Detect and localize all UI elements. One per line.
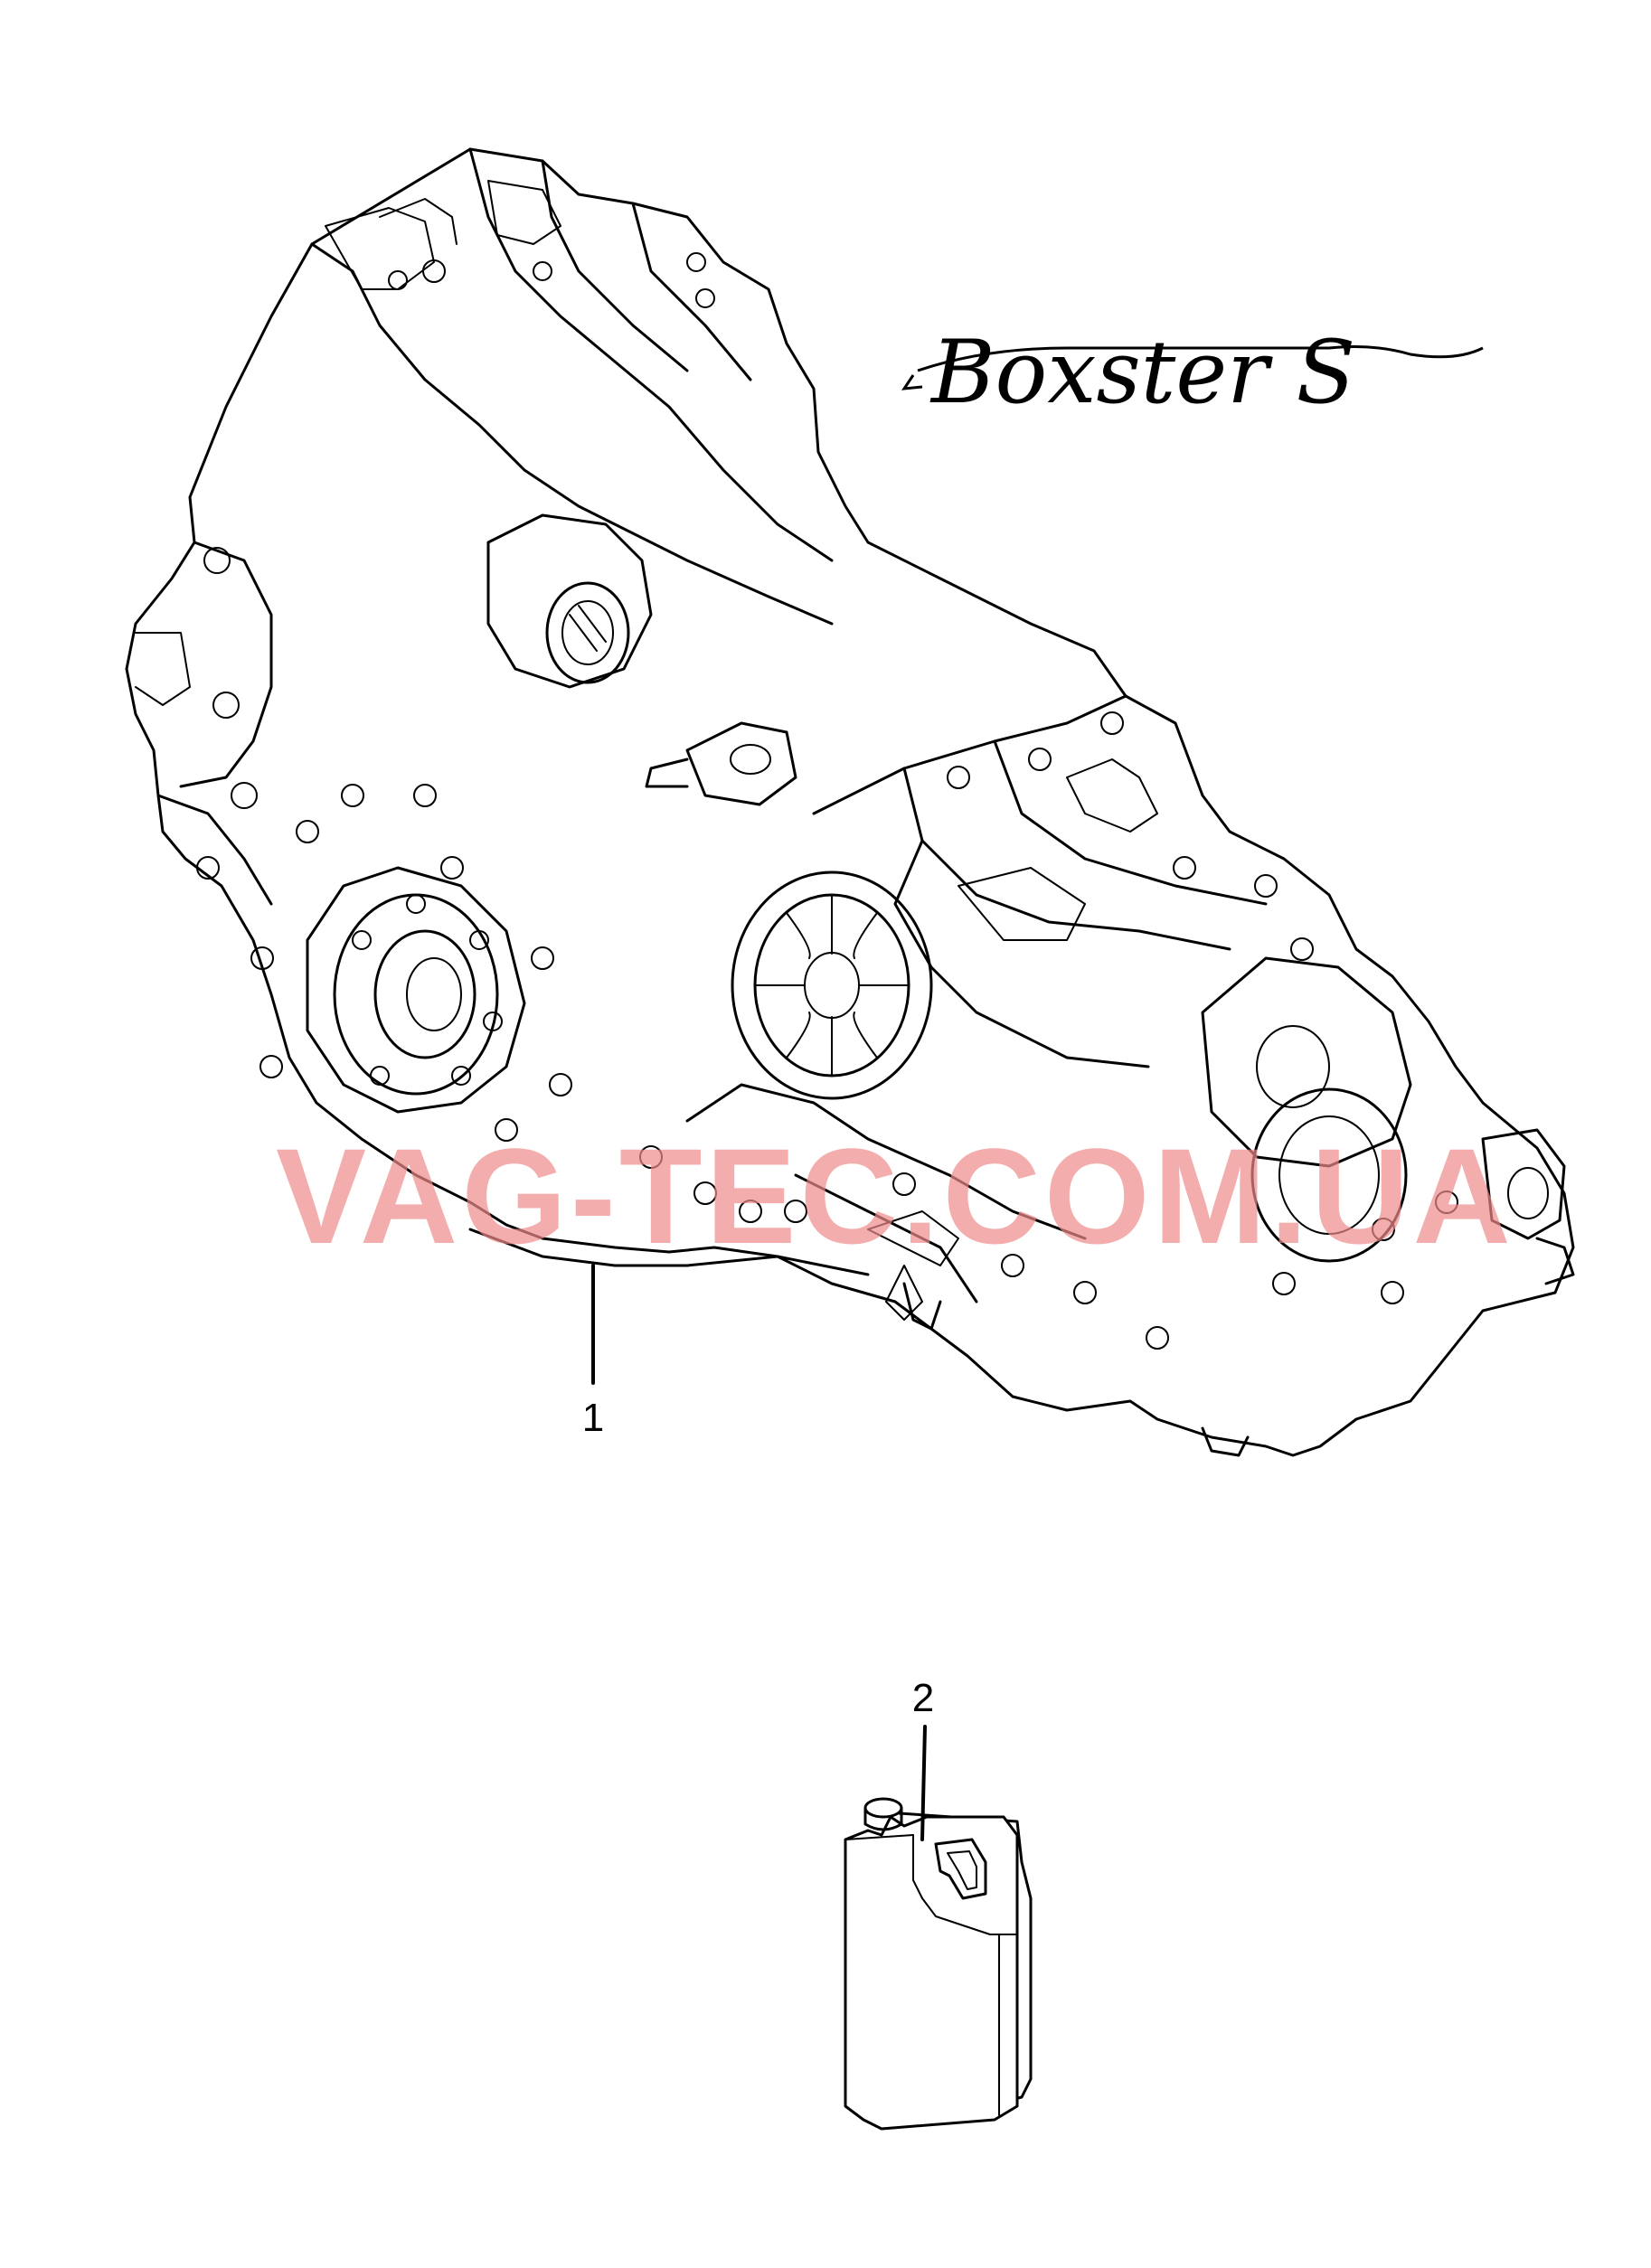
watermark-text: VAG-TEC.COM.UA <box>276 1120 1514 1272</box>
logo-text: Boxster S <box>929 322 1355 423</box>
callout-2-label[interactable]: 2 <box>912 1676 934 1720</box>
pump-pulley <box>731 870 933 1100</box>
differential-cover <box>1201 956 1458 1304</box>
boxster-s-logo: Boxster S <box>901 322 1484 423</box>
housing-bolts <box>250 784 762 1223</box>
transmission-assembly-icon[interactable] <box>125 147 1575 1457</box>
left-output-flange <box>306 866 526 1114</box>
callout-1-label[interactable]: 1 <box>582 1396 604 1440</box>
callout-2-leader <box>920 1725 927 1841</box>
oil-canister-icon[interactable] <box>844 1797 1033 2131</box>
